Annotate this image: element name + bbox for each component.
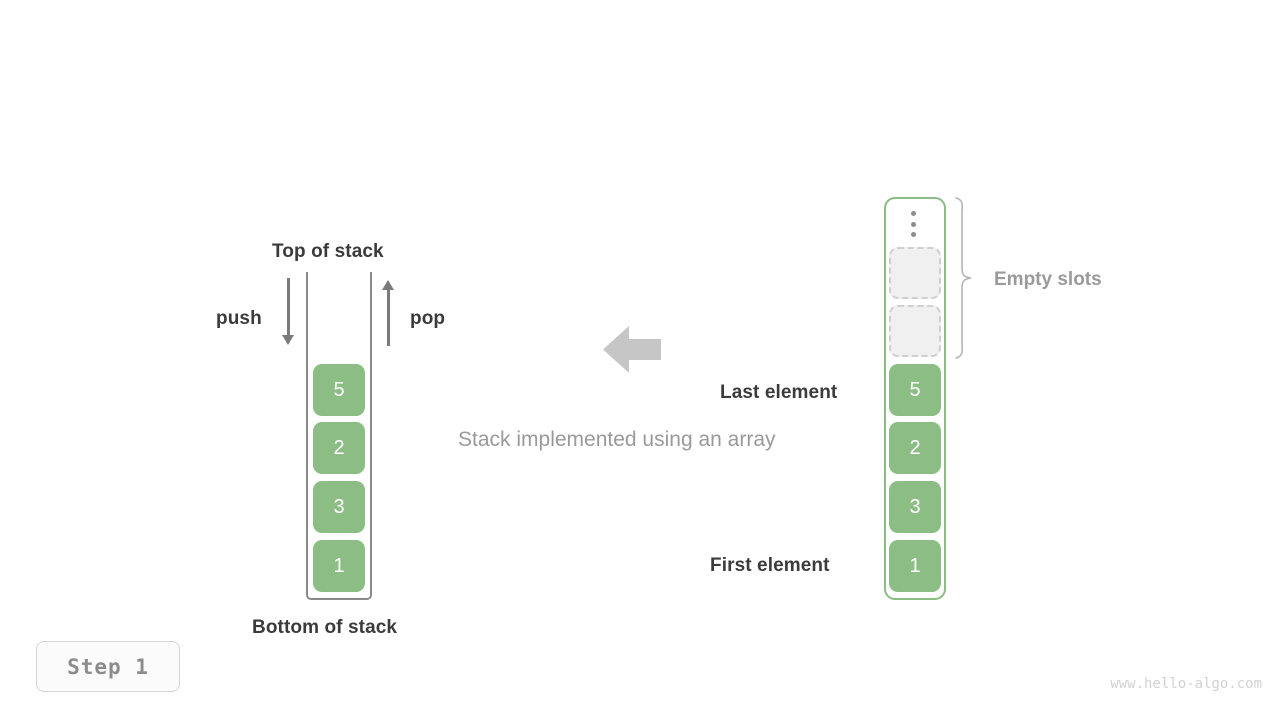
transform-arrow-icon [603,326,661,373]
pop-arrow-shaft [387,288,390,346]
top-of-stack-label: Top of stack [272,241,384,262]
step-badge-label: Step 1 [67,654,149,679]
stack-element: 5 [313,364,365,416]
watermark: www.hello-algo.com [1110,676,1262,692]
stack-element: 2 [313,422,365,474]
stack-container [306,272,372,600]
pop-label: pop [410,308,446,329]
diagram-caption: Stack implemented using an array [458,428,776,451]
array-empty-slot [889,247,941,299]
bottom-of-stack-label: Bottom of stack [252,617,398,638]
step-badge: Step 1 [36,641,180,692]
push-arrow-shaft [287,278,290,336]
pop-arrow-head [382,280,394,290]
array-element: 1 [889,540,941,592]
array-element: 2 [889,422,941,474]
empty-slots-label: Empty slots [994,269,1102,290]
last-element-label: Last element [720,382,838,403]
array-element: 3 [889,481,941,533]
array-element: 5 [889,364,941,416]
push-label: push [216,308,262,329]
stack-element: 1 [313,540,365,592]
first-element-label: First element [710,555,830,576]
push-arrow-head [282,335,294,345]
stack-element: 3 [313,481,365,533]
empty-slots-brace [955,197,972,359]
array-empty-slot [889,305,941,357]
array-container [884,197,946,600]
vertical-ellipsis-icon [910,211,916,237]
